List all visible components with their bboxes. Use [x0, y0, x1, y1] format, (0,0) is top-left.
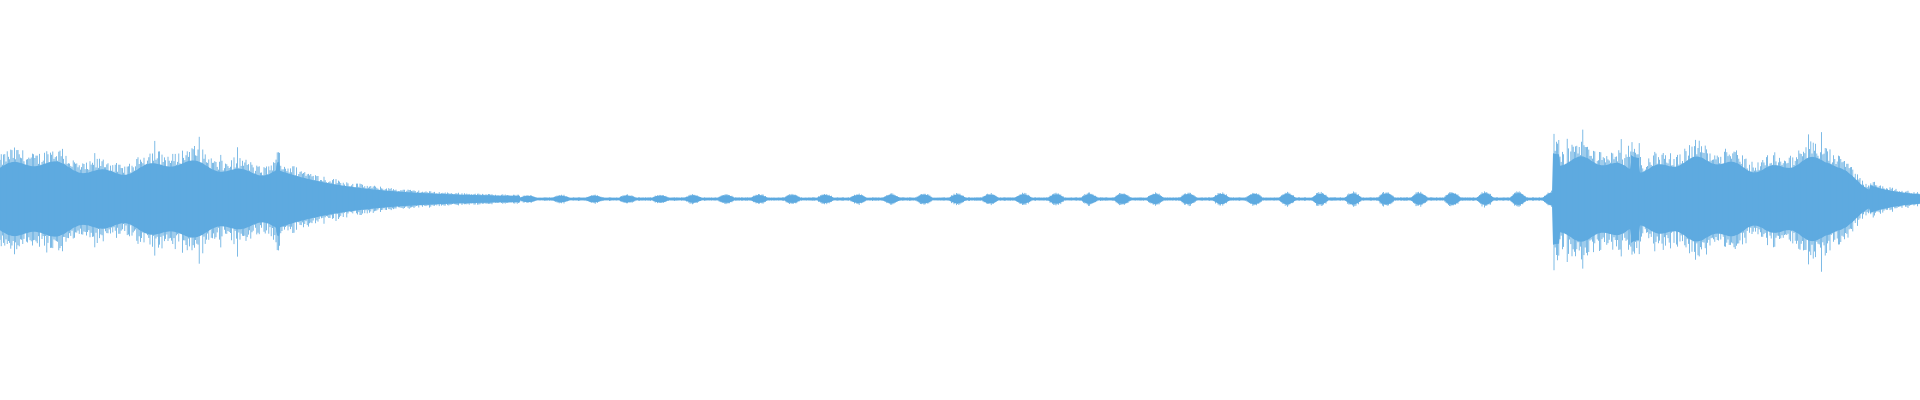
waveform-peaks — [0, 129, 1920, 272]
